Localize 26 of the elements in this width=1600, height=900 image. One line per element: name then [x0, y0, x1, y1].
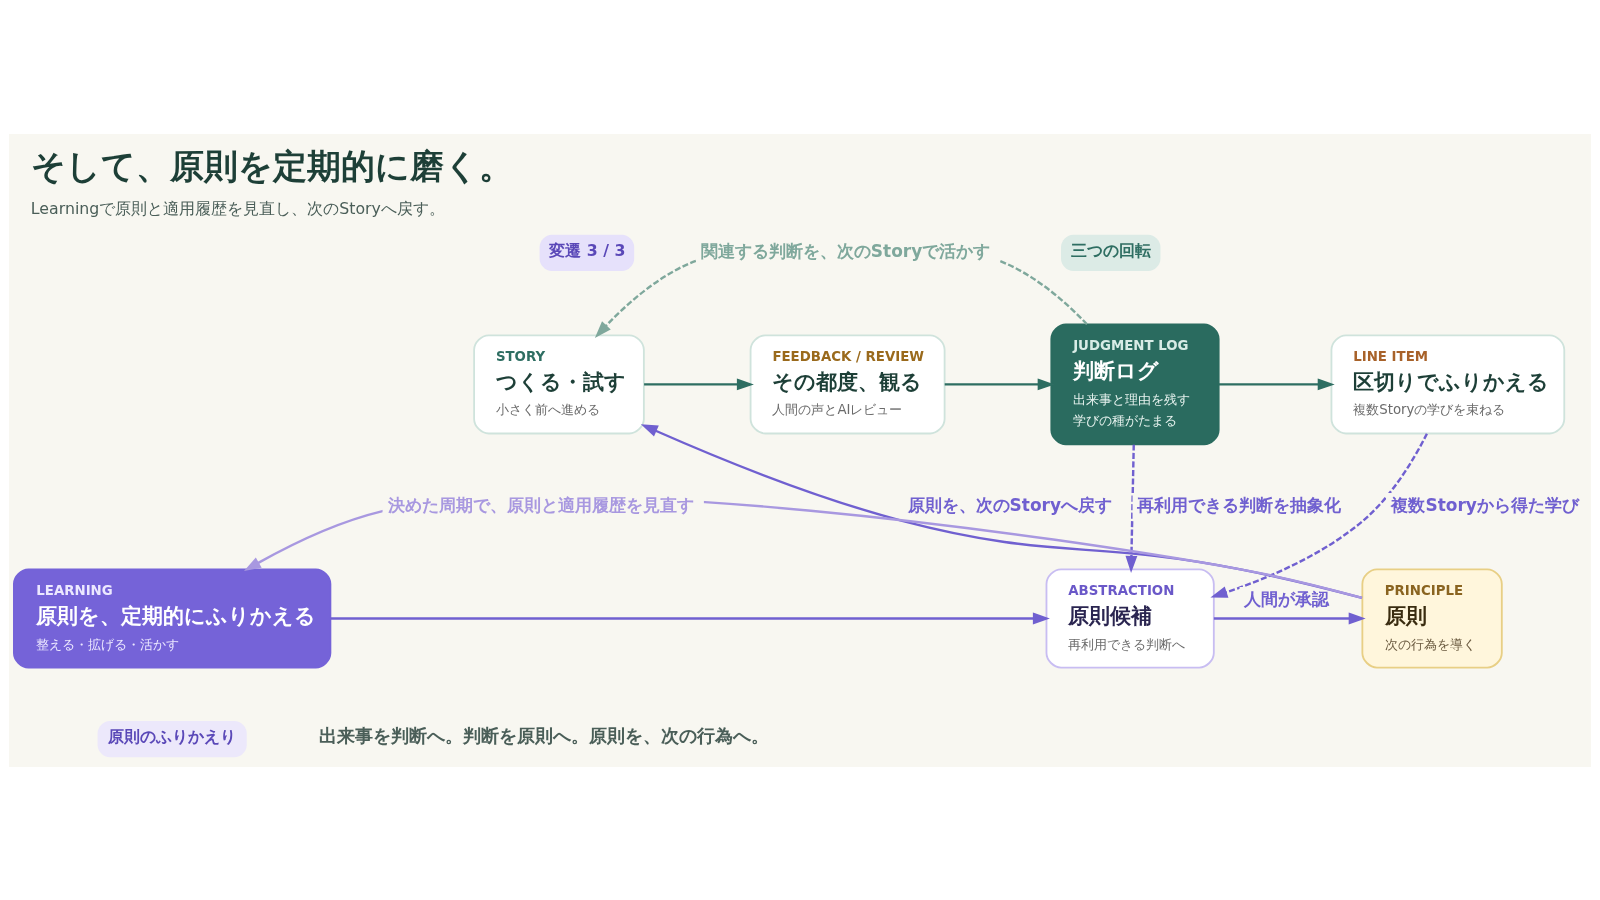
- edge-label: 再利用できる判断を抽象化: [1137, 494, 1342, 515]
- node-box: ABSTRACTION 原則候補 再利用できる判断へ: [1045, 567, 1215, 668]
- node-box: LEARNING 原則を、定期的にふりかえる 整える・拡げる・活かす: [13, 567, 332, 668]
- node-box: STORY つくる・試す 小さく前へ進める: [473, 333, 645, 434]
- caption: Learningで原則と適用履歴を見直し、次のStoryへ戻す。: [30, 198, 445, 218]
- arrow: [1210, 432, 1428, 598]
- edge-label: 関連する判断を、次のStoryで活かす: [700, 240, 991, 261]
- arrow: [1213, 612, 1366, 624]
- label: 三つの回転: [1070, 240, 1151, 260]
- label: 出来事を判断へ。判断を原則へ。原則を、次の行為へ。: [318, 724, 769, 746]
- node-box: FEEDBACK / REVIEW その都度、観る 人間の声とAIレビュー: [749, 333, 946, 434]
- node-box: LINE ITEM 区切りでふりかえる 複数Storyの学びを束ねる: [1330, 333, 1566, 434]
- diagram-title: そして、原則を定期的に磨く。: [30, 145, 513, 186]
- node-box: PRINCIPLE 原則 次の行為を導く: [1361, 567, 1503, 668]
- arrow: [640, 423, 1363, 599]
- label: 変遷 3 / 3: [549, 240, 626, 260]
- edge-label: 複数Storyから得た学び: [1391, 494, 1579, 515]
- arrow: [1218, 377, 1335, 390]
- label: 原則のふりかえり: [107, 726, 236, 746]
- edge-label: 原則を、次のStoryへ戻す: [907, 494, 1113, 515]
- node-box: JUDGMENT LOG 判断ログ 出来事と理由を残す 学びの種がたまる: [1050, 322, 1220, 445]
- arrow: [644, 377, 754, 390]
- arrow: [330, 612, 1050, 624]
- arrow: [1125, 444, 1138, 573]
- edge-label: 人間が承認: [1244, 588, 1330, 609]
- edge-label: 決めた周期で、原則と適用履歴を見直す: [388, 494, 694, 515]
